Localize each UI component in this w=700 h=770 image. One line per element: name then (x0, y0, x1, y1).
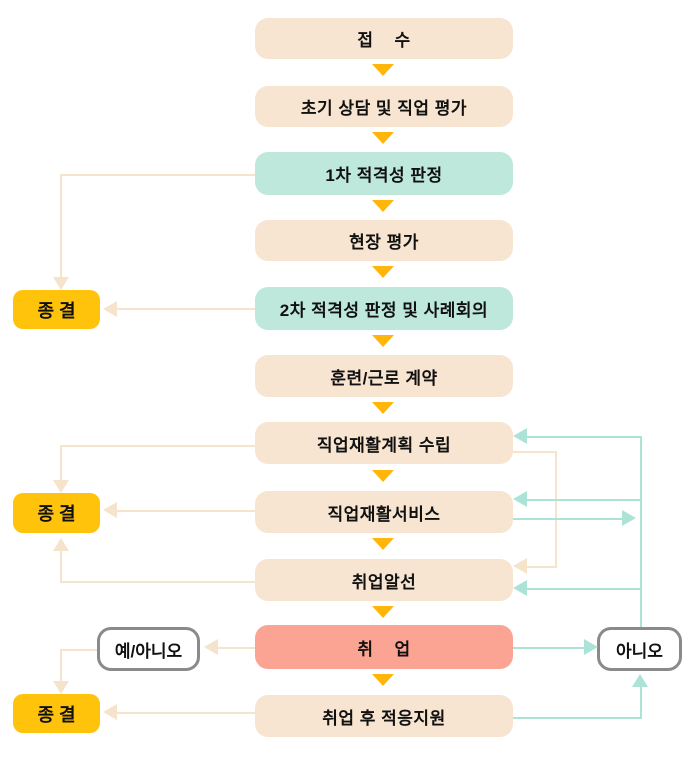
arrowhead-down-icon (53, 480, 69, 493)
connector-first-eligibility-to-termination1-h (60, 174, 255, 176)
connector-follow-up-to-termination3 (117, 712, 257, 714)
step-rehab-plan: 직업재활계획 수립 (255, 422, 513, 464)
arrowhead-left-icon (513, 428, 527, 444)
flow-down-arrow-icon (372, 200, 394, 212)
arrowhead-left-icon (513, 580, 527, 596)
connector-follow-up-to-no-v (640, 687, 642, 719)
arrowhead-left-icon (513, 558, 527, 574)
step-initial-counseling-evaluation: 초기 상담 및 직업 평가 (255, 86, 513, 127)
step-first-eligibility-decision: 1차 적격성 판정 (255, 152, 513, 195)
step-second-eligibility-case-meeting: 2차 적격성 판정 및 사례회의 (255, 287, 513, 330)
step-post-employment-support: 취업 후 적응지원 (255, 695, 513, 737)
flow-down-arrow-icon (372, 674, 394, 686)
flow-down-arrow-icon (372, 64, 394, 76)
decision-no-box: 아니오 (597, 627, 682, 671)
connector-rehab-services-to-spine (513, 518, 622, 520)
flow-down-arrow-icon (372, 606, 394, 618)
connector-rehab-plan-to-job-placement-v (555, 451, 557, 568)
arrowhead-left-icon (204, 639, 218, 655)
connector-employment-to-yes-no (218, 647, 255, 649)
connector-job-placement-to-termination2-v (60, 551, 62, 583)
connector-no-to-rehab-services (527, 499, 642, 501)
connector-follow-up-to-no-h (513, 717, 642, 719)
step-job-placement: 취업알선 (255, 559, 513, 601)
termination-box-1: 종 결 (13, 290, 100, 329)
termination-box-3: 종 결 (13, 694, 100, 733)
arrowhead-left-icon (103, 704, 117, 720)
termination-box-2: 종 결 (13, 493, 100, 533)
connector-yes-no-to-termination3-h (60, 649, 97, 651)
decision-yes-no-box: 예/아니오 (97, 627, 200, 671)
connector-rehab-plan-to-termination2-h (60, 445, 255, 447)
connector-second-eligibility-to-termination1 (117, 308, 255, 310)
flow-down-arrow-icon (372, 402, 394, 414)
arrowhead-down-icon (53, 277, 69, 290)
connector-employment-to-no (513, 647, 584, 649)
connector-rehab-plan-to-termination2-v (60, 445, 62, 480)
flow-down-arrow-icon (372, 538, 394, 550)
arrowhead-left-icon (513, 491, 527, 507)
step-rehab-services: 직업재활서비스 (255, 491, 513, 533)
connector-rehab-plan-to-job-placement-h1 (513, 451, 557, 453)
arrowhead-right-icon (622, 510, 636, 526)
arrowhead-up-icon (53, 538, 69, 551)
connector-no-to-job-placement (527, 588, 642, 590)
arrowhead-down-icon (53, 681, 69, 694)
arrowhead-right-icon (584, 639, 598, 655)
connector-rehab-plan-to-job-placement-h2 (527, 566, 557, 568)
connector-job-placement-to-termination2-h (60, 581, 255, 583)
flow-down-arrow-icon (372, 132, 394, 144)
connector-yes-no-to-termination3-v (60, 649, 62, 681)
arrowhead-left-icon (103, 301, 117, 317)
step-field-evaluation: 현장 평가 (255, 220, 513, 261)
flow-down-arrow-icon (372, 266, 394, 278)
step-reception: 접 수 (255, 18, 513, 59)
flow-down-arrow-icon (372, 470, 394, 482)
flow-down-arrow-icon (372, 335, 394, 347)
connector-rehab-services-to-termination2 (117, 510, 255, 512)
connector-first-eligibility-to-termination1-v (60, 174, 62, 278)
arrowhead-up-icon (632, 674, 648, 687)
arrowhead-left-icon (103, 502, 117, 518)
step-training-work-contract: 훈련/근로 계약 (255, 355, 513, 397)
step-employment: 취 업 (255, 625, 513, 669)
connector-no-spine-v (640, 436, 642, 627)
connector-no-to-rehab-plan (527, 436, 642, 438)
